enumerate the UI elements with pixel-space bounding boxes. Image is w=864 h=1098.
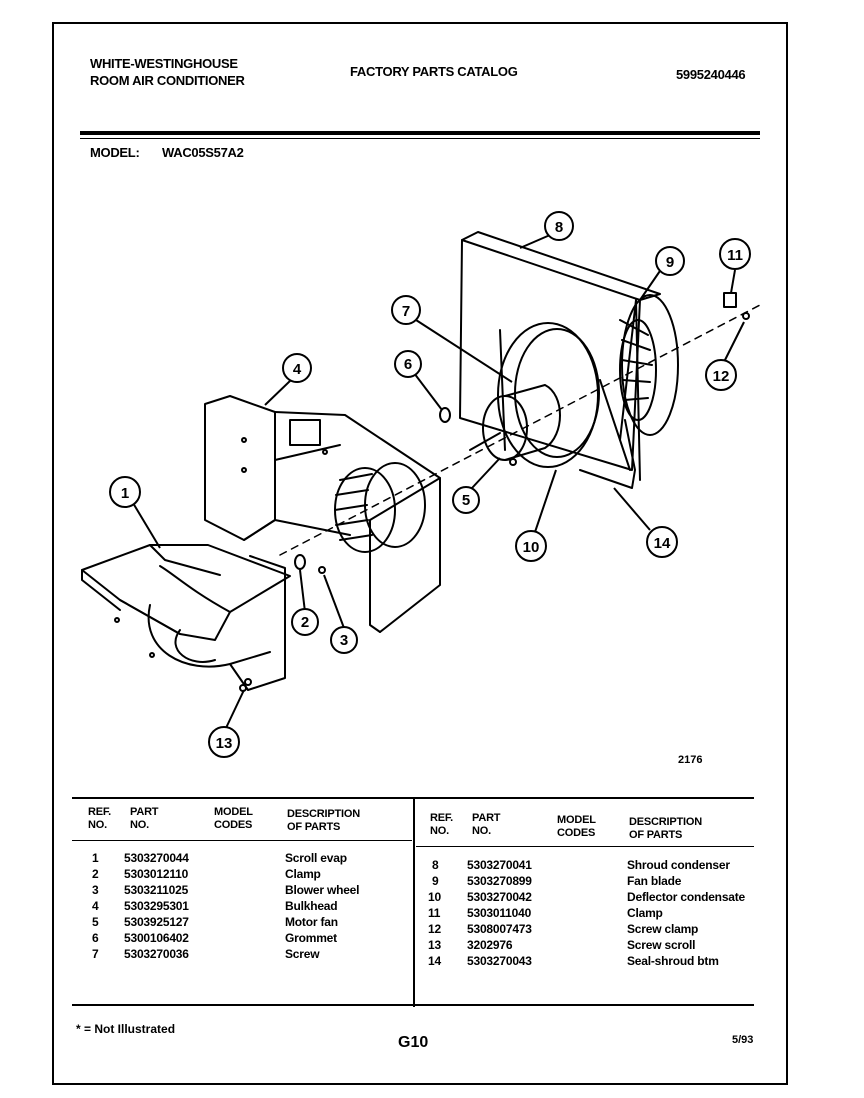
bulkhead-part xyxy=(204,395,441,633)
svg-text:6: 6 xyxy=(404,356,412,373)
deflector-part xyxy=(579,419,636,489)
blower-wheel-part xyxy=(334,462,426,553)
callout-14: 14 xyxy=(646,526,678,558)
svg-text:9: 9 xyxy=(666,254,674,271)
right-ref-header: REF.NO. xyxy=(430,812,454,837)
svg-text:10: 10 xyxy=(523,539,540,556)
callout-9: 9 xyxy=(655,246,685,276)
svg-text:14: 14 xyxy=(654,535,671,552)
brand-line-1: WHITE-WESTINGHOUSE xyxy=(90,56,238,71)
callout-1: 1 xyxy=(109,476,141,508)
callout-3: 3 xyxy=(330,626,358,654)
callout-5: 5 xyxy=(452,486,480,514)
leader-lines xyxy=(132,234,745,729)
callout-12: 12 xyxy=(705,359,737,391)
not-illustrated-note: * = Not Illustrated xyxy=(76,1022,176,1036)
catalog-title: FACTORY PARTS CATALOG xyxy=(350,64,518,79)
screw-clamp-part xyxy=(742,312,750,320)
svg-text:1: 1 xyxy=(121,485,129,502)
motor-fan-part xyxy=(469,384,561,466)
svg-text:13: 13 xyxy=(216,735,233,752)
scroll-evap-part xyxy=(81,544,291,692)
callout-11: 11 xyxy=(719,238,751,270)
callout-8: 8 xyxy=(544,211,574,241)
callout-7: 7 xyxy=(391,295,421,325)
brand-line-2: ROOM AIR CONDITIONER xyxy=(90,73,245,88)
figure-number: 2176 xyxy=(678,754,702,766)
header-rule-thin xyxy=(80,138,760,139)
seal-shroud-part xyxy=(619,299,641,481)
svg-text:3: 3 xyxy=(340,632,348,649)
grommet-part xyxy=(439,407,451,423)
callout-6: 6 xyxy=(394,350,422,378)
callout-markers: 1 2 3 4 5 6 7 8 9 10 11 12 13 14 xyxy=(109,211,751,758)
header-rule-thick xyxy=(80,131,760,135)
shroud-condenser-part xyxy=(459,231,661,471)
callout-10: 10 xyxy=(515,530,547,562)
svg-text:12: 12 xyxy=(713,368,730,385)
svg-text:2: 2 xyxy=(301,614,309,631)
revision-date: 5/93 xyxy=(732,1034,754,1046)
callout-4: 4 xyxy=(282,353,312,383)
left-header-rule xyxy=(72,840,412,841)
table-bottom-rule xyxy=(72,1004,754,1006)
page-code: G10 xyxy=(398,1034,429,1051)
clamp-11-part xyxy=(723,292,737,308)
table-mid-divider xyxy=(413,797,415,1007)
screw-part xyxy=(318,566,326,574)
svg-text:11: 11 xyxy=(727,247,743,264)
svg-text:8: 8 xyxy=(555,219,563,236)
screw-scroll-part xyxy=(244,678,252,686)
model-value: WAC05S57A2 xyxy=(162,145,244,160)
exploded-parts-diagram: 1 2 3 4 5 6 7 8 9 10 11 12 13 14 2176 xyxy=(81,211,761,766)
catalog-number: 5995240446 xyxy=(676,67,746,82)
left-ref-header: REF.NO. xyxy=(88,806,112,831)
svg-text:5: 5 xyxy=(462,492,470,509)
assembly-axis xyxy=(279,304,761,556)
model-label: MODEL: xyxy=(90,145,140,160)
right-header-rule xyxy=(416,846,754,847)
callout-2: 2 xyxy=(291,608,319,636)
svg-text:7: 7 xyxy=(402,303,410,320)
svg-text:4: 4 xyxy=(293,361,302,378)
callout-13: 13 xyxy=(208,726,240,758)
clamp-part xyxy=(294,554,306,570)
